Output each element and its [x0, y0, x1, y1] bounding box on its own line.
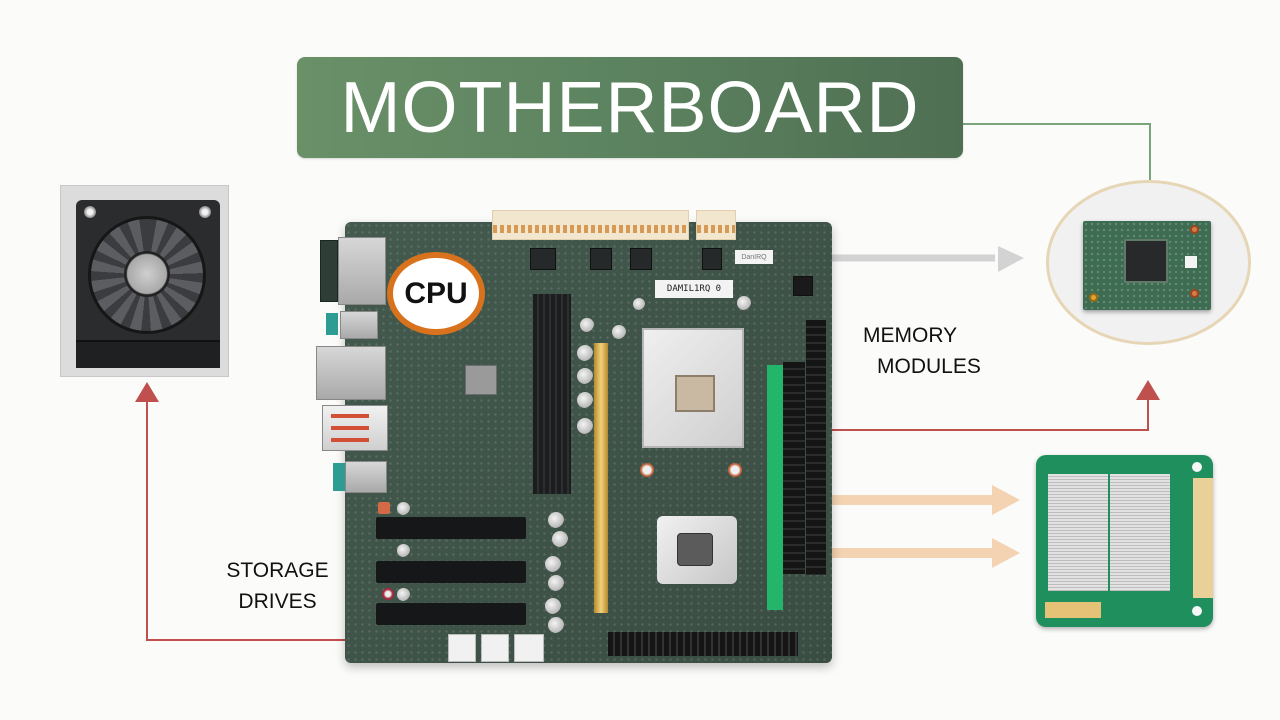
pci-slot-top-short [696, 210, 736, 240]
capacitor [382, 588, 394, 600]
memory-slot [533, 294, 571, 494]
title-to-module-line [963, 123, 1151, 180]
storage-label-line-1: STORAGE [226, 559, 329, 582]
capacitor [552, 531, 568, 547]
capacitor [548, 575, 564, 591]
cpu-callout: CPU [387, 252, 485, 335]
memory-red-arrow-head [1136, 380, 1160, 400]
wireless-component [1185, 256, 1197, 268]
display-port [316, 346, 386, 400]
screw-icon [84, 206, 96, 218]
peach-arrow-1-head [992, 485, 1020, 515]
header-pins [793, 276, 813, 296]
module-circle-frame [1046, 180, 1251, 345]
ssd-sticker [1045, 602, 1101, 618]
usb-port [345, 461, 387, 493]
memory-module-gold [594, 343, 608, 613]
page-title: MOTHERBOARD [340, 67, 920, 148]
capacitor [577, 418, 593, 434]
gray-arrow-head [998, 246, 1024, 272]
cpu-socket-core [675, 375, 715, 412]
main-label-plate: DAMIL1RQ 0 [655, 280, 733, 298]
ssd-gold-contacts [1193, 478, 1213, 598]
memory-slot-right [783, 362, 805, 574]
sata-port [481, 634, 509, 662]
antenna-connector-icon [1089, 293, 1098, 302]
hdmi-port [320, 240, 338, 302]
sata-port [514, 634, 544, 662]
storage-drives-label: STORAGE DRIVES [215, 555, 340, 617]
pci-slot-top [492, 210, 689, 240]
fan-connector [76, 340, 220, 368]
capacitor [545, 598, 561, 614]
chip [530, 248, 556, 270]
pcie-slot [376, 517, 526, 539]
memory-label-line-1: MEMORY [863, 324, 958, 347]
capacitor [545, 556, 561, 572]
capacitor-red [378, 502, 390, 514]
io-controller-chip [465, 365, 497, 395]
chip [630, 248, 652, 270]
usb-stack-port [322, 405, 388, 451]
ssd-heatspreader-right [1110, 474, 1170, 591]
capacitor [548, 617, 564, 633]
bottom-header-connector [608, 632, 798, 656]
peach-arrow-2-head [992, 538, 1020, 568]
capacitor [633, 298, 645, 310]
chip [590, 248, 612, 270]
wireless-chip [1124, 239, 1168, 283]
capacitor [612, 325, 626, 339]
capacitor [580, 318, 594, 332]
capacitor [397, 588, 410, 601]
memory-modules-label: MEMORY MODULES [855, 320, 985, 382]
pcie-slot [376, 561, 526, 583]
capacitor [397, 502, 410, 515]
audio-jack [333, 463, 345, 491]
cpu-label: CPU [404, 276, 468, 310]
screw-icon [199, 206, 211, 218]
storage-red-arrow-head [135, 382, 159, 402]
capacitor [577, 368, 593, 384]
memory-label-line-2: MODULES [877, 355, 981, 378]
ethernet-port [338, 237, 386, 305]
capacitor [548, 512, 564, 528]
capacitor [397, 544, 410, 557]
capacitor [737, 296, 751, 310]
title-banner: MOTHERBOARD [297, 57, 963, 158]
antenna-connector-icon [1190, 289, 1199, 298]
sata-port [448, 634, 476, 662]
chipset-core [677, 533, 713, 566]
fan-hub [124, 251, 170, 297]
capacitor [728, 463, 742, 477]
audio-jack [326, 313, 338, 335]
antenna-connector-icon [1190, 225, 1199, 234]
chip [702, 248, 722, 270]
capacitor [577, 392, 593, 408]
ssd-heatspreader-left [1048, 474, 1108, 591]
small-label-plate: DanIRQ [735, 250, 773, 264]
usb-port [340, 311, 378, 339]
memory-slot-right-2 [806, 320, 826, 575]
mount-hole [1192, 606, 1202, 616]
memory-module-green [767, 365, 783, 610]
storage-label-line-2: DRIVES [238, 590, 317, 613]
capacitor [577, 345, 593, 361]
capacitor [640, 463, 654, 477]
mount-hole [1192, 462, 1202, 472]
pcie-slot [376, 603, 526, 625]
